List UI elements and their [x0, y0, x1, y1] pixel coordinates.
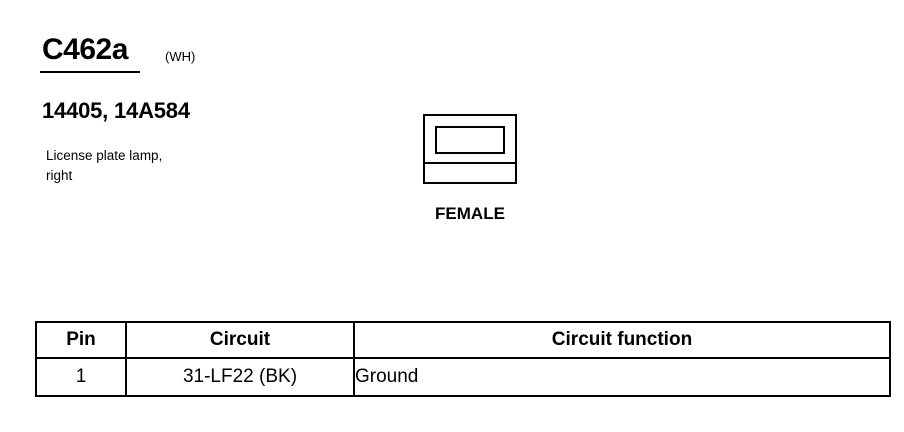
part-numbers: 14405, 14A584: [42, 98, 190, 123]
description-line-1: License plate lamp,: [46, 148, 163, 163]
connector-gender-label: FEMALE: [435, 204, 505, 223]
pin-table: Pin Circuit Circuit function 1 31-LF22 (…: [35, 321, 891, 397]
cell-circuit: 31-LF22 (BK): [125, 357, 355, 397]
connector-face-diagram: [423, 114, 517, 184]
table-row: 1 31-LF22 (BK) Ground: [35, 357, 891, 397]
connector-base-line: [425, 162, 515, 164]
header-circuit: Circuit: [125, 321, 355, 359]
description-line-2: right: [46, 168, 73, 183]
connector-id-underline: [40, 71, 140, 73]
header-circuit-function: Circuit function: [353, 321, 891, 359]
connector-description: License plate lamp, right: [46, 146, 226, 186]
connector-color: (WH): [165, 49, 196, 64]
connector-id: C462a: [42, 33, 128, 66]
connector-terminal-slot: [435, 126, 505, 154]
header-pin: Pin: [35, 321, 127, 359]
cell-circuit-function: Ground: [353, 357, 891, 397]
pin-table-header-row: Pin Circuit Circuit function: [35, 321, 891, 359]
cell-pin: 1: [35, 357, 127, 397]
